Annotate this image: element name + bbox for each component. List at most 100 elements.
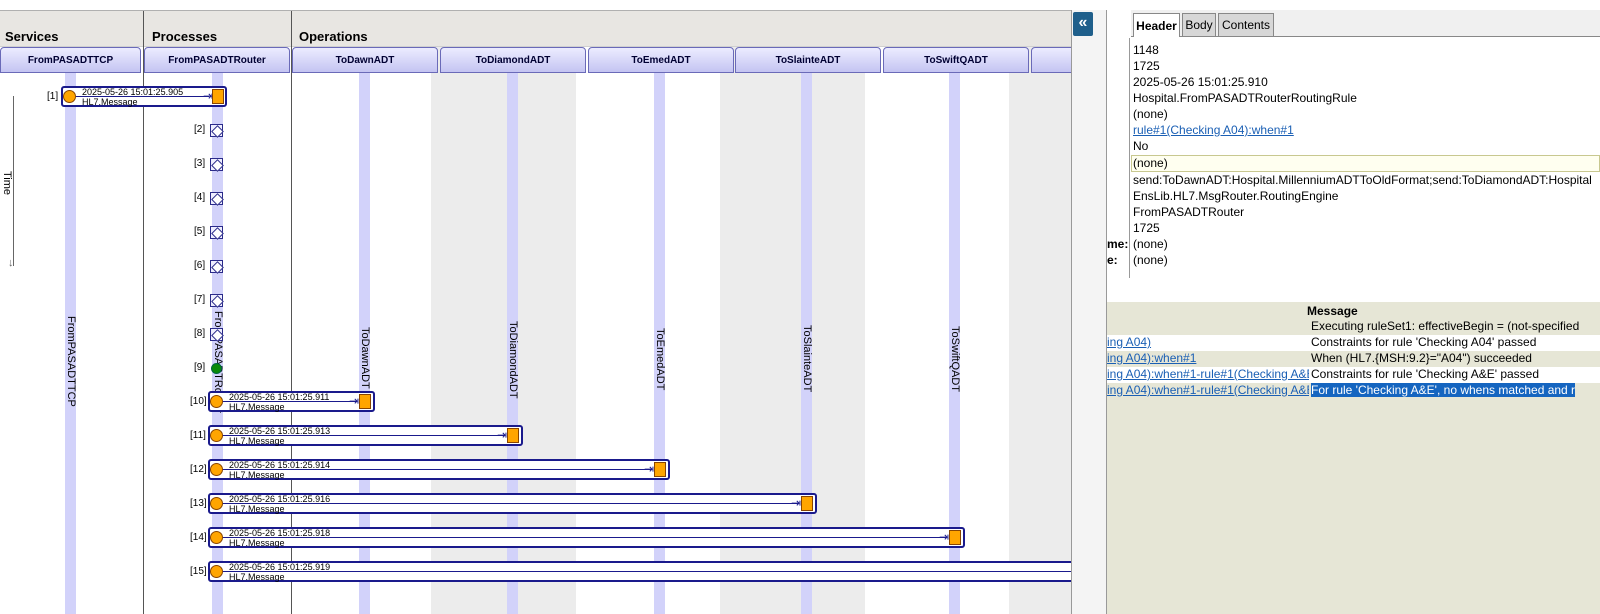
host-header[interactable]: ToDawnADT — [292, 47, 438, 73]
rule-step-icon[interactable] — [210, 192, 223, 205]
message-type: HL7.Message — [229, 504, 285, 514]
arrowhead-icon: ⇥ — [203, 89, 214, 103]
host-name: ToDiamondADT — [475, 54, 551, 66]
log-message: Constraints for rule 'Checking A&E' pass… — [1311, 367, 1540, 381]
event-seq: [5] — [194, 226, 206, 237]
event-seq: [6] — [194, 260, 206, 271]
header-field-value: No — [1133, 139, 1149, 153]
message-type: HL7.Message — [229, 470, 285, 480]
header-field-link[interactable]: rule#1(Checking A04):when#1 — [1133, 123, 1294, 137]
header-left-border — [1129, 38, 1130, 278]
message-arrow — [223, 435, 505, 436]
lifeline-label: ToSwiftQADT — [949, 326, 961, 393]
header-field-label: me: — [1107, 237, 1129, 251]
rule-link[interactable]: rule#1(Checking A04):when#1 — [1133, 123, 1294, 137]
target-node-icon — [801, 496, 813, 511]
host-header[interactable]: FromPASADTTCP — [0, 47, 141, 73]
completion-icon[interactable] — [211, 363, 222, 374]
arrowhead-icon: ⇥ — [644, 462, 655, 476]
header-field-value: 1148 — [1133, 43, 1159, 57]
header-field-value: (none) — [1133, 107, 1168, 121]
section-title-operations: Operations — [299, 29, 368, 44]
time-arrow-icon: ↓ — [8, 257, 14, 269]
host-name: FromPASADTRouter — [168, 54, 266, 66]
log-spacer — [1107, 278, 1600, 302]
trace-diagram[interactable]: Services Processes Operations FromPASADT… — [0, 10, 1071, 614]
message-time: 2025-05-26 15:01:25.914 — [229, 460, 331, 470]
header-field-value: 1725 — [1133, 59, 1160, 73]
source-node-icon — [63, 90, 76, 103]
event-seq: [10] — [190, 396, 207, 407]
rule-log: Message Executing ruleSet1: effectiveBeg… — [1107, 278, 1600, 614]
message-time: 2025-05-26 15:01:25.919 — [229, 562, 331, 572]
rule-step-icon[interactable] — [210, 260, 223, 273]
message-type: HL7.Message — [82, 97, 138, 107]
time-axis-label: Time — [1, 171, 13, 196]
tab-contents[interactable]: Contents — [1218, 13, 1274, 36]
event-seq: [12] — [190, 464, 207, 475]
event-seq: [15] — [190, 566, 207, 577]
host-header[interactable]: ToSwiftQADT — [883, 47, 1029, 73]
column-header-message[interactable]: Message — [1307, 304, 1358, 318]
source-node-icon — [210, 531, 223, 544]
host-header[interactable] — [1031, 47, 1071, 73]
message-arrow — [223, 571, 1071, 572]
event-seq: [1] — [47, 91, 59, 102]
lifeline — [654, 73, 665, 614]
time-axis — [13, 96, 14, 266]
host-header[interactable]: ToDiamondADT — [440, 47, 586, 73]
target-node-icon — [507, 428, 519, 443]
header-field-value: (none) — [1133, 237, 1168, 251]
message-arrow — [223, 537, 947, 538]
event-seq: [7] — [194, 294, 206, 305]
message-type: HL7.Message — [229, 402, 285, 412]
rule-step-icon[interactable] — [210, 294, 223, 307]
target-node-icon — [654, 462, 666, 477]
collapse-trace-button[interactable]: « — [1073, 12, 1093, 36]
log-row[interactable]: ing A04) Constraints for rule 'Checking … — [1107, 335, 1600, 351]
log-message: Constraints for rule 'Checking A04' pass… — [1311, 335, 1537, 349]
log-rule-link[interactable]: ing A04):when#1-rule#1(Checking A&E) — [1107, 367, 1309, 381]
header-field-label: e: — [1107, 253, 1118, 267]
event-seq: [4] — [194, 192, 206, 203]
rule-step-icon[interactable] — [210, 226, 223, 239]
header-field-value: 2025-05-26 15:01:25.910 — [1133, 75, 1268, 89]
message-time: 2025-05-26 15:01:25.911 — [229, 392, 330, 402]
message-arrow — [223, 401, 357, 402]
log-row[interactable]: Executing ruleSet1: effectiveBegin = (no… — [1107, 319, 1600, 335]
message-arrow — [76, 96, 209, 97]
message-type: HL7.Message — [229, 436, 285, 446]
log-row[interactable]: ing A04):when#1-rule#1(Checking A&E) Con… — [1107, 367, 1600, 383]
rule-step-icon[interactable] — [210, 124, 223, 137]
log-rule-link[interactable]: ing A04) — [1107, 335, 1152, 349]
rule-step-icon[interactable] — [210, 158, 223, 171]
section-divider — [291, 11, 292, 614]
tab-header[interactable]: Header — [1133, 13, 1180, 37]
event-seq: [14] — [190, 532, 207, 543]
log-rule-link[interactable]: ing A04):when#1-rule#1(Checking A&E) — [1107, 383, 1309, 397]
log-rule-link[interactable]: ing A04):when#1 — [1107, 351, 1197, 365]
message-time: 2025-05-26 15:01:25.918 — [229, 528, 331, 538]
log-row[interactable]: ing A04):when#1 When (HL7.{MSH:9.2}="A04… — [1107, 351, 1600, 367]
column-bg — [431, 11, 576, 614]
lifeline-label: FromPASADTTCP — [65, 316, 77, 407]
message-arrow — [223, 469, 652, 470]
rule-step-icon[interactable] — [210, 328, 223, 341]
header-field-value: send:ToDawnADT:Hospital.MillenniumADTToO… — [1133, 173, 1592, 187]
message-type: HL7.Message — [229, 572, 285, 582]
event-seq: [9] — [194, 362, 206, 373]
source-node-icon — [210, 463, 223, 476]
lifeline — [359, 73, 370, 614]
host-header[interactable]: FromPASADTRouter — [144, 47, 290, 73]
host-header[interactable]: ToSlainteADT — [735, 47, 881, 73]
lifeline — [212, 73, 223, 614]
section-divider — [143, 11, 144, 614]
tab-body[interactable]: Body — [1182, 13, 1216, 36]
log-message: For rule 'Checking A&E', no whens matche… — [1311, 383, 1576, 397]
host-header[interactable]: ToEmedADT — [588, 47, 734, 73]
event-seq: [11] — [190, 430, 206, 441]
lifeline-label: ToDiamondADT — [507, 321, 519, 399]
lifeline — [801, 73, 812, 614]
header-field-value: EnsLib.HL7.MsgRouter.RoutingEngine — [1133, 189, 1339, 203]
log-row-selected[interactable]: ing A04):when#1-rule#1(Checking A&E) For… — [1107, 383, 1600, 399]
